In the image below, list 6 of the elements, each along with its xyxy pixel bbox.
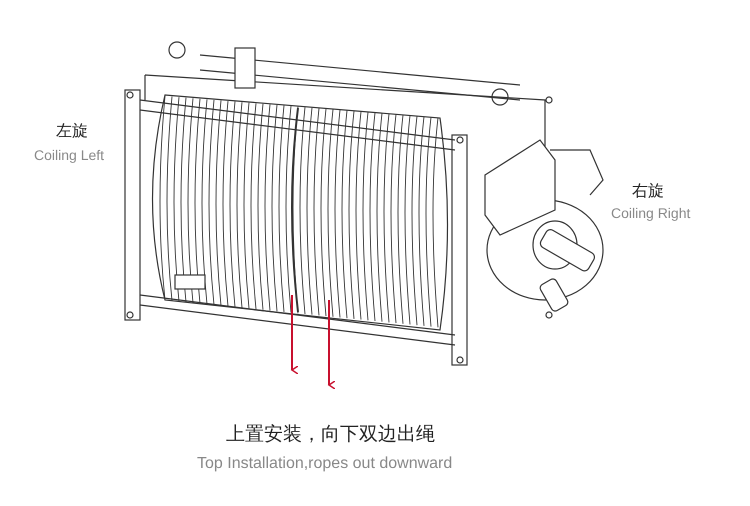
caption-text: 上置安装，向下双边出绳	[226, 423, 435, 447]
caption-text: Coiling Left	[34, 146, 104, 165]
caption-text: Top Installation,ropes out downward	[197, 454, 452, 474]
caption-text: 左旋	[56, 122, 88, 142]
caption-text: 右旋	[632, 182, 664, 202]
caption-text: Coiling Right	[611, 204, 690, 223]
